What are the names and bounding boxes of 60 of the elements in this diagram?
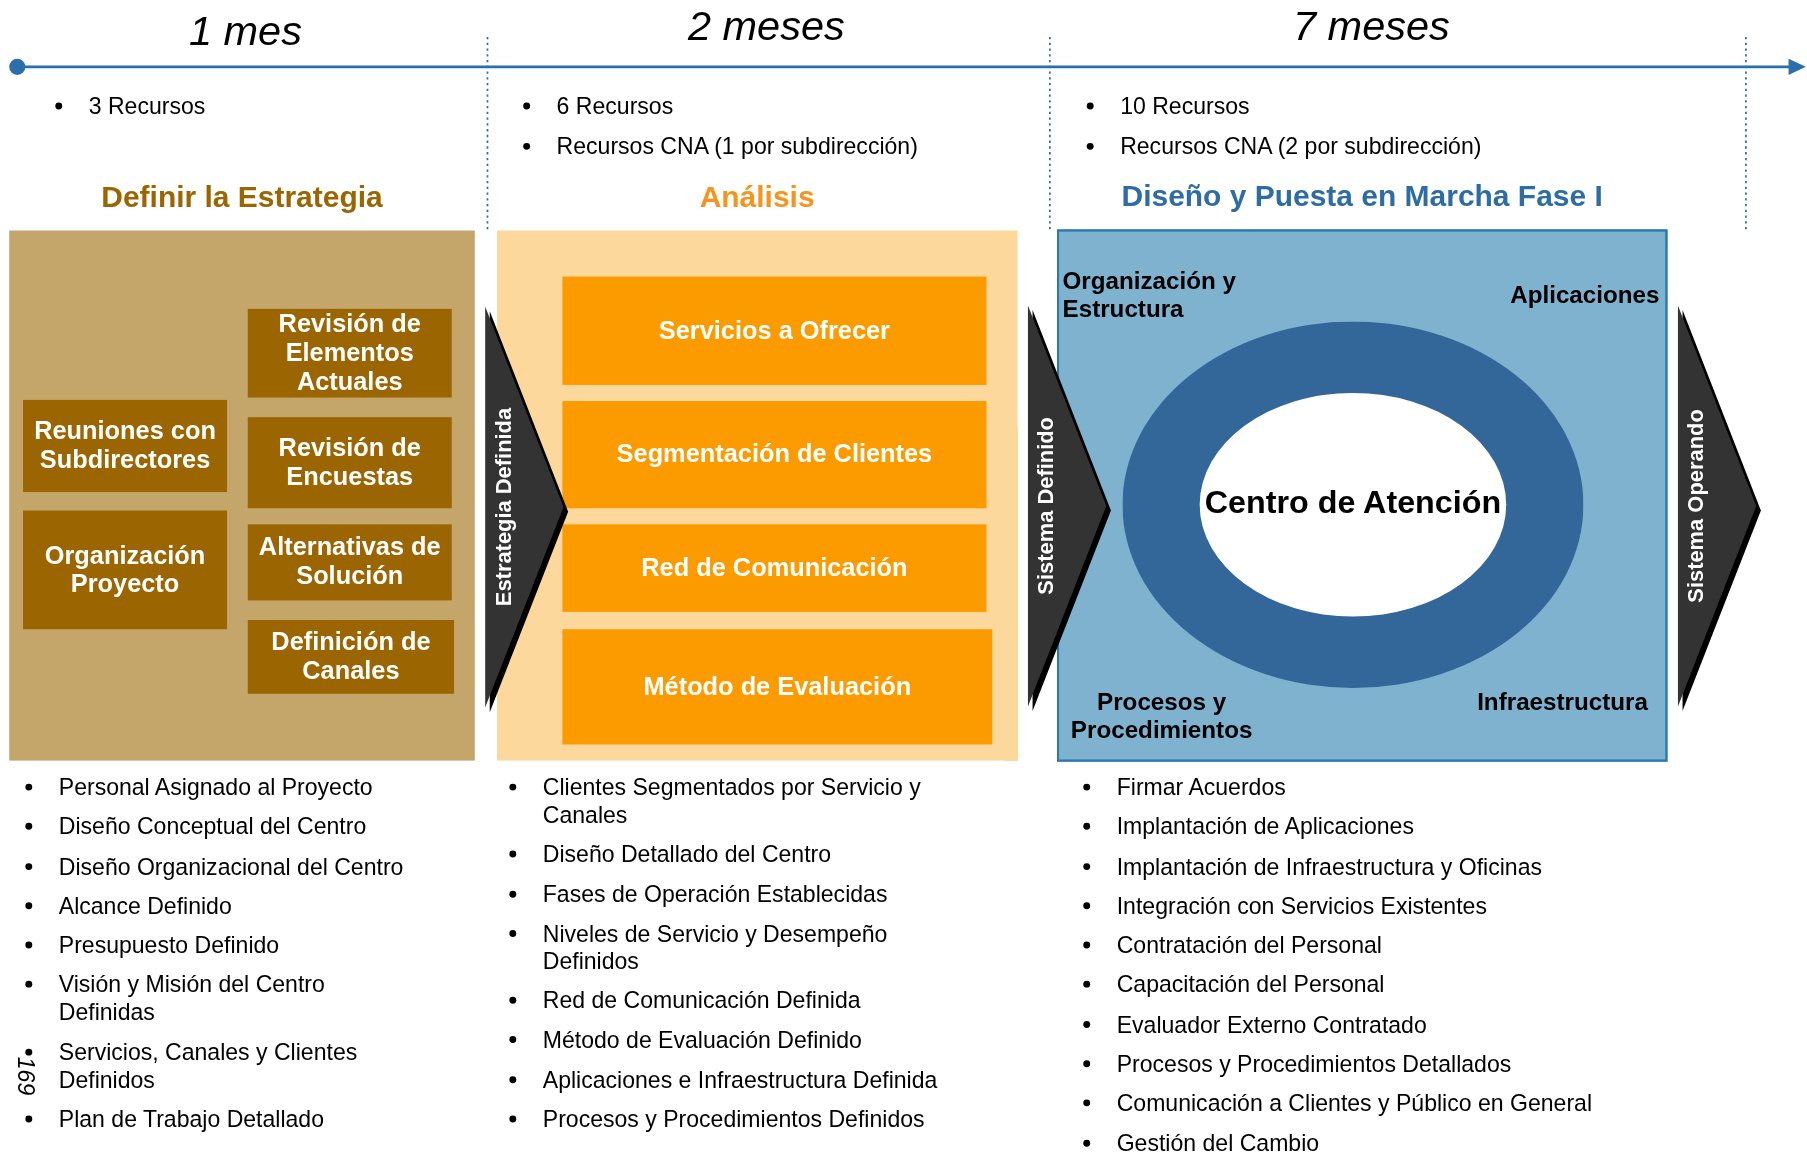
activity-box: Alternativas de Solución [247,524,452,601]
chevron-arrow [1677,305,1761,712]
bullet-item: Plan de Trabajo Detallado [58,1105,325,1133]
period-label: 1 mes [187,6,303,56]
bullet-item: Recursos CNA (2 por subdirección) [1120,132,1483,161]
bullet-item: Método de Evaluación Definido [542,1026,863,1054]
chevron-arrow [1027,305,1111,712]
bullet-item: Implantación de Aplicaciones [1116,812,1415,841]
activity-box: Reuniones con Subdirectores [23,399,228,493]
activity-box: Revisión de Encuestas [247,417,452,509]
bullet-item: Niveles de Servicio y Desempeño Definidos [542,919,889,975]
phase-heading: Definir la Estrategia [100,179,384,217]
bullet-item: Fases de Operación Establecidas [542,880,889,908]
bullet-item: Clientes Segmentados por Servicio y Canales [542,773,922,829]
chevron-arrow [485,306,569,713]
bullet-item: Contratación del Personal [1116,931,1383,960]
edge-label: Estrategia Definida [490,407,517,607]
phase-heading: Análisis [698,179,816,217]
bullet-item: 3 Recursos [88,92,207,120]
page-number: 169 [12,1056,40,1098]
phase-heading: Diseño y Puesta en Marcha Fase I [1120,178,1604,216]
bullet-item: Presupuesto Definido [58,931,281,960]
activity-box: Servicios a Ofrecer [562,276,987,385]
bullet-item: Alcance Definido [58,892,233,920]
edge-label: Sistema Operando [1683,409,1709,603]
activity-box: Método de Evaluación [562,629,993,745]
activity-box: Revisión de Elementos Actuales [247,308,452,398]
bullet-item: Procesos y Procedimientos Detallados [1116,1050,1513,1078]
ring-title: Centro de Atención [1203,484,1503,522]
quadrant-label: Infraestructura [1476,688,1648,716]
bullet-item: Comunicación a Clientes y Público en General [1116,1089,1593,1118]
activity-box: Red de Comunicación [562,524,987,612]
bullet-item: Visión y Misión del Centro Definidas [58,971,326,1027]
period-label: 2 meses [686,2,846,51]
quadrant-label: Procesos y Procedimientos [1069,688,1254,744]
bullet-item: Capacitación del Personal [1116,971,1386,999]
bullet-item: Diseño Conceptual del Centro [58,812,368,841]
bullet-item: Evaluador Externo Contratado [1116,1010,1428,1039]
bullet-item: Gestión del Cambio [1116,1129,1321,1157]
edge-label: Sistema Definido [1033,417,1059,595]
bullet-item: Personal Asignado al Proyecto [58,773,374,801]
bullet-item: Servicios, Canales y Clientes Definidos [58,1038,359,1094]
quadrant-label: Organización y Estructura [1062,267,1237,323]
bullet-item: Integración con Servicios Existentes [1116,892,1488,920]
bullet-item: Aplicaciones e Infraestructura Definida [542,1065,939,1094]
bullet-item: 6 Recursos [556,92,675,120]
activity-box: Organización Proyecto [23,510,228,630]
bullet-item: Implantación de Infraestructura y Oficinas [1116,852,1543,880]
ring-shape [1122,321,1584,688]
bullet-item: Recursos CNA (1 por subdirección) [556,132,919,161]
bullet-item: Red de Comunicación Definida [542,986,862,1015]
quadrant-label: Aplicaciones [1509,281,1660,309]
bullet-item: 10 Recursos [1120,92,1251,120]
bullet-item: Procesos y Procedimientos Definidos [542,1105,926,1133]
bullet-item: Diseño Detallado del Centro [542,840,833,869]
activity-box: Definición de Canales [247,620,455,694]
bullet-item: Diseño Organizacional del Centro [58,852,405,880]
bullet-item: Firmar Acuerdos [1116,773,1287,801]
activity-box: Segmentación de Clientes [562,401,987,509]
period-label: 7 meses [1292,2,1451,51]
